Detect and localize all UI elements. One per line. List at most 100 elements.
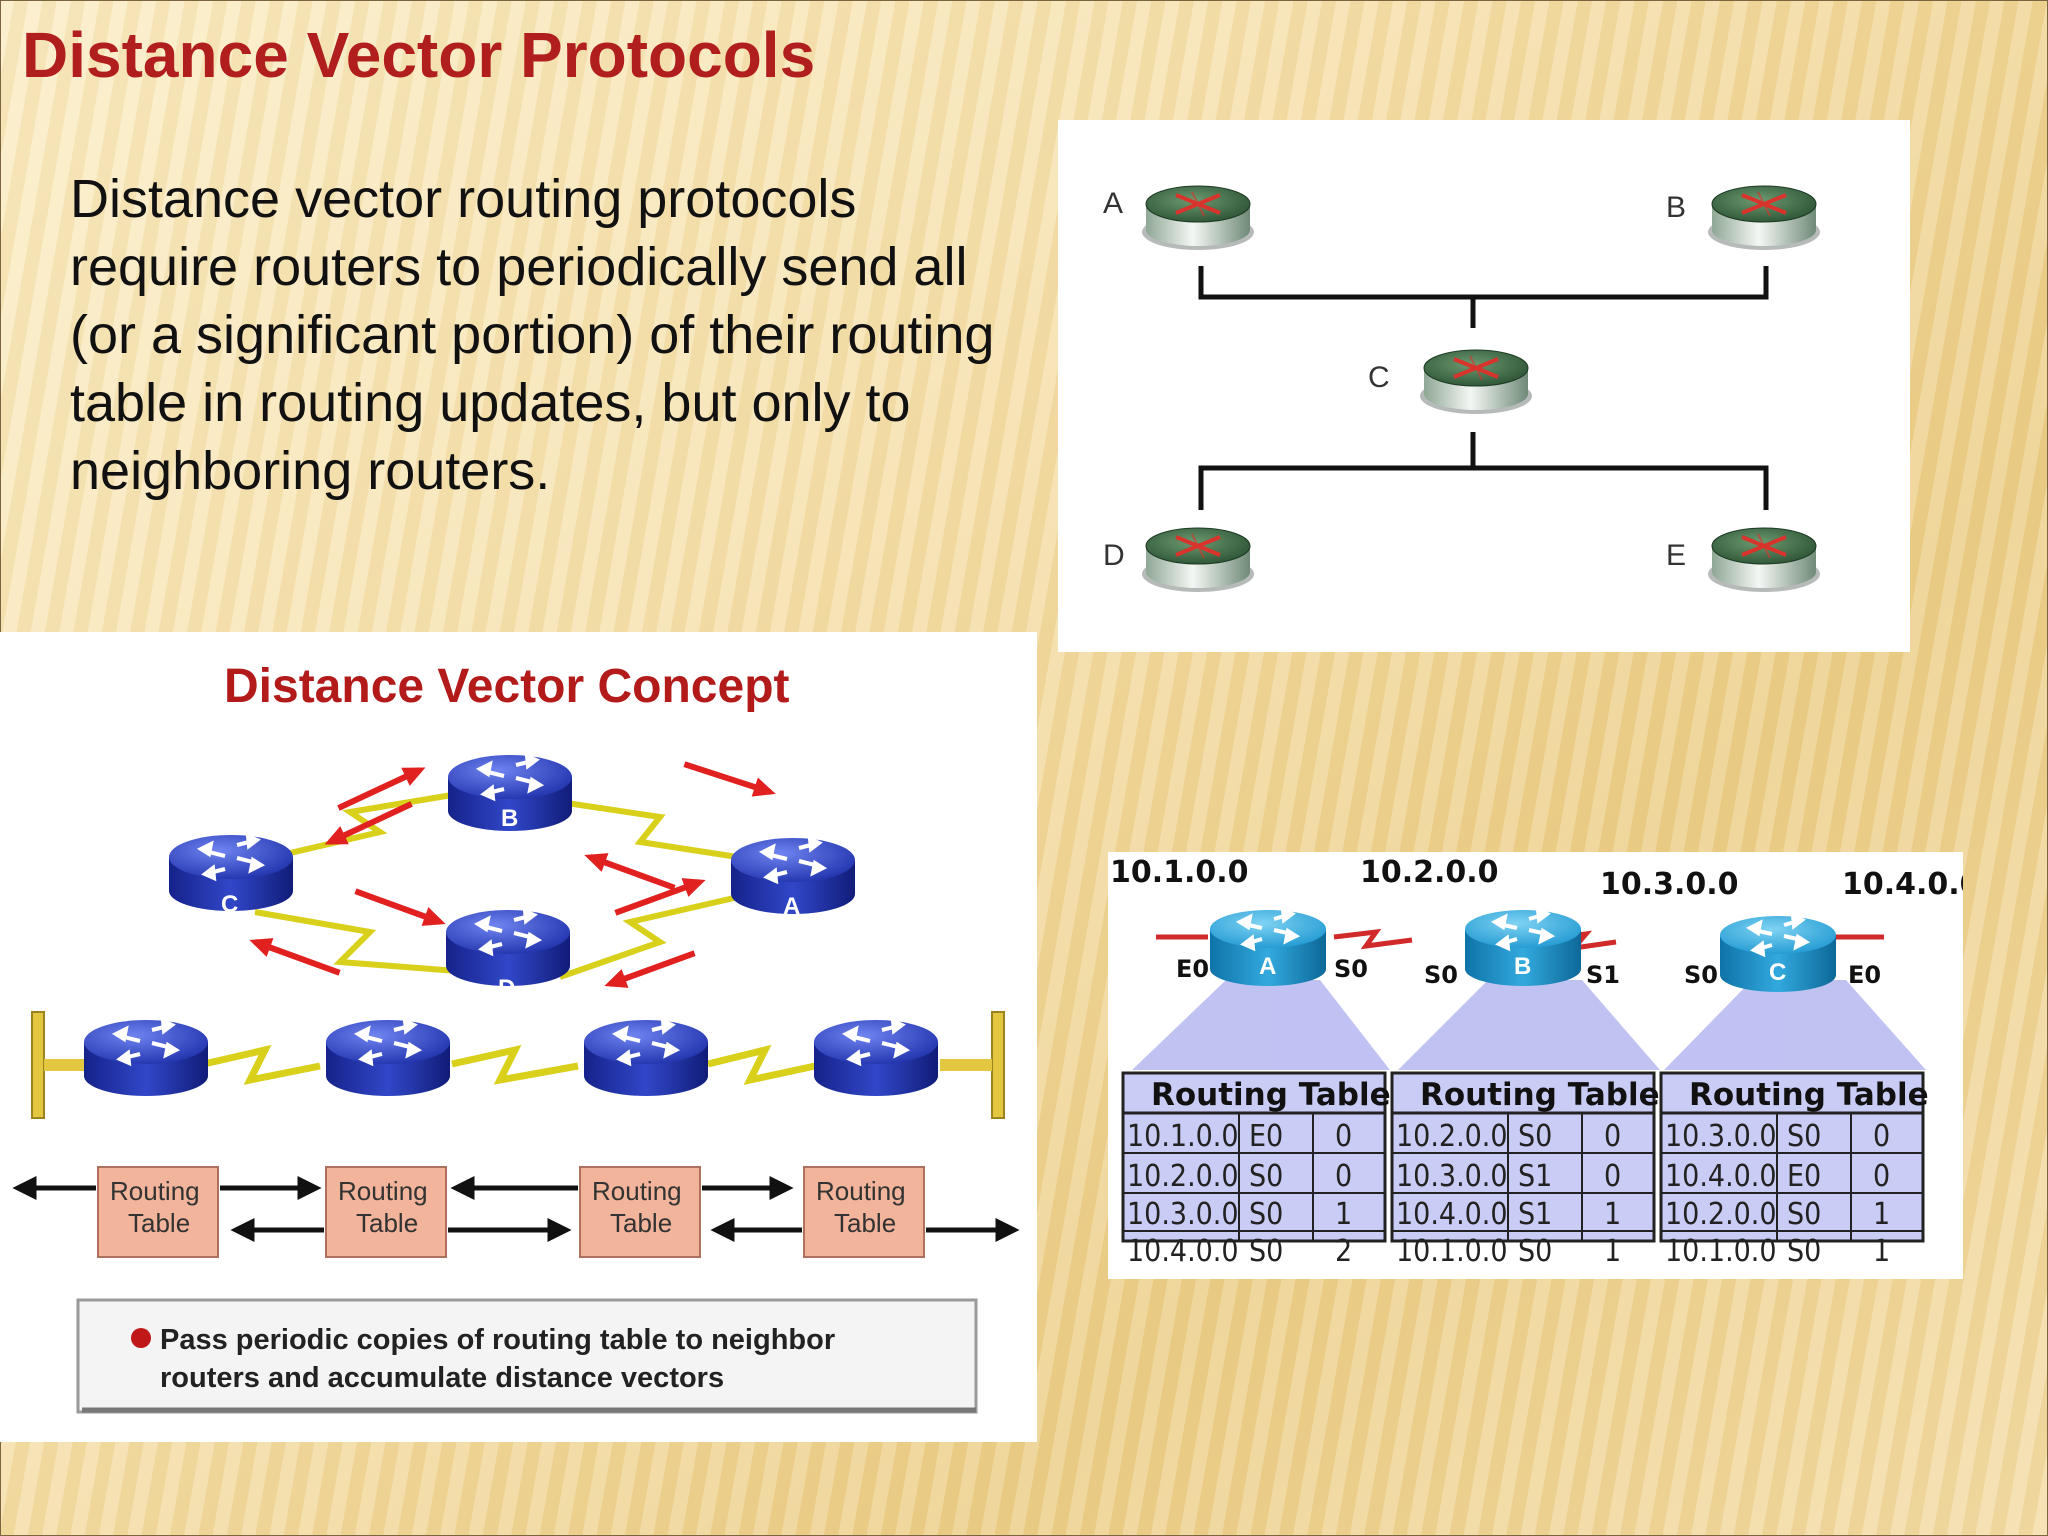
routing-table-box: Routing Table xyxy=(579,1166,701,1258)
svg-text:C: C xyxy=(1769,959,1786,986)
svg-text:Routing: Routing xyxy=(816,1176,906,1206)
table-projections xyxy=(1132,980,1926,1070)
routing-table-example: 10.1.0.0 10.2.0.0 10.3.0.0 10.4.0.0 A E0… xyxy=(1108,852,1963,1279)
concept-title: Distance Vector Concept xyxy=(224,660,790,713)
chain-router-A: A E0 S0 xyxy=(1176,908,1368,988)
svg-text:Table: Table xyxy=(128,1208,190,1238)
svg-text:10.4.0.0: 10.4.0.0 xyxy=(1665,1159,1777,1194)
svg-text:Table: Table xyxy=(834,1208,896,1238)
topology-links xyxy=(1198,266,1769,510)
router-label: D xyxy=(1103,539,1125,572)
svg-text:1: 1 xyxy=(1873,1234,1890,1269)
svg-text:0: 0 xyxy=(1604,1159,1621,1194)
chain-router-C: C xyxy=(324,1018,452,1120)
slide-body-text: Distance vector routing protocols requir… xyxy=(70,169,995,501)
distance-vector-concept: Distance Vector Concept B C A D xyxy=(0,632,1037,1442)
slide-title: Distance Vector Protocols xyxy=(22,19,816,91)
router-label: A xyxy=(1103,187,1123,220)
svg-text:10.1.0.0: 10.1.0.0 xyxy=(1110,855,1249,890)
svg-text:S0: S0 xyxy=(1249,1159,1283,1194)
ring-router-C: C xyxy=(167,833,295,918)
svg-text:10.3.0.0: 10.3.0.0 xyxy=(1396,1159,1508,1194)
svg-text:Routing Table: Routing Table xyxy=(1420,1077,1660,1113)
svg-text:0: 0 xyxy=(1873,1159,1890,1194)
svg-text:10.3.0.0: 10.3.0.0 xyxy=(1127,1197,1239,1232)
svg-text:B: B xyxy=(501,805,518,832)
svg-text:1: 1 xyxy=(1335,1197,1352,1232)
concept-note: Pass periodic copies of routing table to… xyxy=(76,1298,978,1414)
svg-text:E0: E0 xyxy=(1787,1159,1821,1194)
svg-text:S0: S0 xyxy=(1787,1234,1821,1269)
router-D: D xyxy=(1103,526,1256,594)
svg-text:0: 0 xyxy=(1873,1119,1890,1154)
chain-bus xyxy=(31,1011,1005,1119)
svg-text:S0: S0 xyxy=(1787,1197,1821,1232)
svg-text:10.3.0.0: 10.3.0.0 xyxy=(1665,1119,1777,1154)
svg-text:S1: S1 xyxy=(1518,1197,1552,1232)
exchange-arrows xyxy=(12,1175,1020,1243)
svg-text:C: C xyxy=(221,891,238,918)
router-E: E xyxy=(1666,526,1822,594)
svg-text:1: 1 xyxy=(1873,1197,1890,1232)
svg-text:S0: S0 xyxy=(1518,1119,1552,1154)
chain-router-B: B xyxy=(582,1018,710,1120)
svg-text:10.1.0.0: 10.1.0.0 xyxy=(1665,1234,1777,1269)
routing-table-box: Routing Table xyxy=(803,1166,925,1258)
routing-table-boxes: Routing Table Routing Table Routing Tabl… xyxy=(97,1166,925,1258)
svg-text:S1: S1 xyxy=(1518,1159,1552,1194)
routing-table-box: Routing Table xyxy=(97,1166,219,1258)
router-B: B xyxy=(1666,184,1822,252)
router-label: B xyxy=(1666,191,1686,224)
svg-text:B: B xyxy=(637,1093,654,1120)
router-label: E xyxy=(1666,539,1686,572)
router-label: C xyxy=(1368,361,1390,394)
svg-text:10.1.0.0: 10.1.0.0 xyxy=(1396,1234,1508,1269)
svg-text:0: 0 xyxy=(1335,1119,1352,1154)
svg-text:1: 1 xyxy=(1604,1197,1621,1232)
bullet-icon xyxy=(131,1328,151,1348)
svg-text:Routing: Routing xyxy=(338,1176,428,1206)
svg-text:D: D xyxy=(137,1093,154,1120)
svg-text:B: B xyxy=(1514,953,1531,980)
svg-text:Routing: Routing xyxy=(592,1176,682,1206)
port-label: E0 xyxy=(1176,955,1209,983)
svg-text:routers and accumulate distanc: routers and accumulate distance vectors xyxy=(160,1362,724,1394)
router-A: A xyxy=(1103,184,1256,252)
svg-text:S0: S0 xyxy=(1518,1234,1552,1269)
chain-router-C: C S0 E0 xyxy=(1684,914,1881,994)
svg-text:0: 0 xyxy=(1604,1119,1621,1154)
network-labels: 10.1.0.0 10.2.0.0 10.3.0.0 10.4.0.0 xyxy=(1110,855,1963,902)
svg-text:Table: Table xyxy=(356,1208,418,1238)
svg-text:D: D xyxy=(498,975,515,1002)
svg-text:Table: Table xyxy=(610,1208,672,1238)
svg-text:S0: S0 xyxy=(1787,1119,1821,1154)
svg-text:A: A xyxy=(783,893,800,920)
ring-router-A: A xyxy=(729,836,857,920)
svg-text:1: 1 xyxy=(1604,1234,1621,1269)
svg-text:Routing Table: Routing Table xyxy=(1151,1077,1391,1113)
svg-text:A: A xyxy=(1259,953,1276,980)
chain-router-B: B S0 S1 xyxy=(1424,908,1620,989)
svg-text:10.2.0.0: 10.2.0.0 xyxy=(1665,1197,1777,1232)
router-C: C xyxy=(1368,348,1534,416)
ring-router-D: D xyxy=(444,908,572,1002)
svg-text:Routing: Routing xyxy=(110,1176,200,1206)
port-label: E0 xyxy=(1848,961,1881,989)
svg-text:10.2.0.0: 10.2.0.0 xyxy=(1360,855,1499,890)
routing-table-box: Routing Table xyxy=(325,1166,447,1258)
port-label: S1 xyxy=(1586,961,1620,989)
svg-text:A: A xyxy=(867,1093,884,1120)
svg-text:S0: S0 xyxy=(1249,1197,1283,1232)
svg-text:2: 2 xyxy=(1335,1234,1352,1269)
svg-text:10.4.0.0: 10.4.0.0 xyxy=(1396,1197,1508,1232)
svg-text:10.2.0.0: 10.2.0.0 xyxy=(1396,1119,1508,1154)
svg-text:Routing Table: Routing Table xyxy=(1689,1077,1929,1113)
svg-text:E0: E0 xyxy=(1249,1119,1283,1154)
svg-text:10.4.0.0: 10.4.0.0 xyxy=(1842,867,1963,902)
topology-diagram: A B C D E xyxy=(1058,120,1910,652)
svg-text:S0: S0 xyxy=(1249,1234,1283,1269)
svg-text:10.1.0.0: 10.1.0.0 xyxy=(1127,1119,1239,1154)
